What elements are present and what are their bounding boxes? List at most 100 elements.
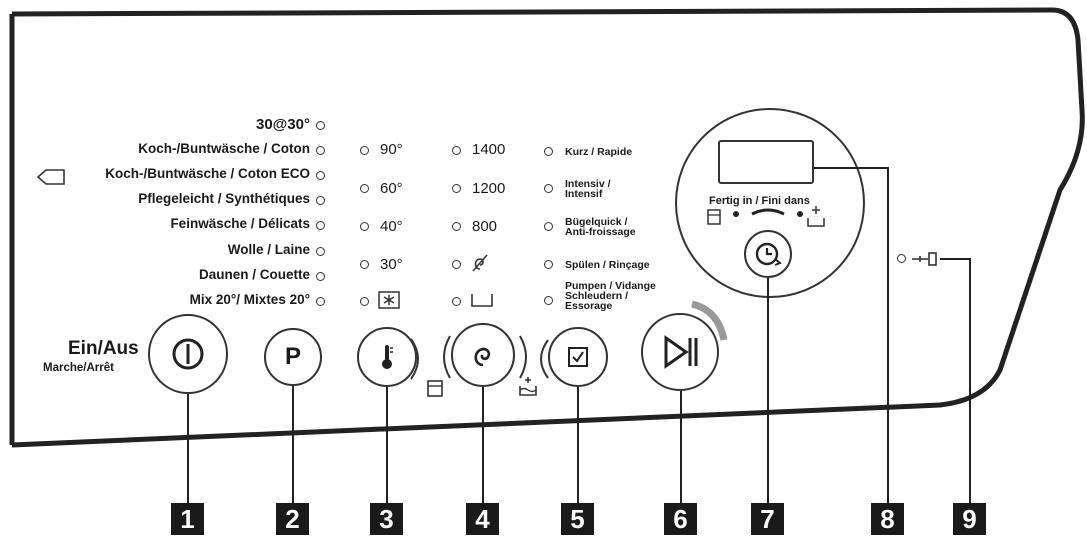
eco-tag-icon [36, 169, 65, 185]
option-check-icon [568, 347, 588, 367]
option-label: Anti-froissage [565, 226, 636, 238]
start-pause-button[interactable] [641, 313, 719, 391]
power-sublabel: Marche/Arrêt [43, 362, 114, 374]
option-label: Schleudern / [565, 290, 629, 302]
callout-number: 9 [953, 503, 986, 535]
program-button-label: P [284, 343, 301, 370]
temp-led [360, 260, 369, 269]
leader-line [767, 278, 769, 504]
option-label: Spülen / Rinçage [565, 259, 650, 271]
program-led [316, 121, 325, 130]
finish-label: Fertig in / Fini dans [709, 195, 810, 207]
spin-label: 1400 [472, 141, 506, 158]
callout-number: 3 [370, 503, 403, 535]
callout-number: 2 [276, 503, 309, 535]
start-arc [691, 300, 728, 341]
temperature-arc [410, 338, 419, 380]
option-label: Pumpen / Vidange [565, 280, 656, 292]
thermometer-icon [382, 345, 393, 369]
callout-number: 6 [664, 503, 697, 535]
leader-line [887, 167, 889, 504]
program-label: Pflegeleicht / Synthétiques [138, 191, 310, 206]
finish-indicators [707, 206, 825, 227]
program-led [316, 272, 325, 281]
option-led [544, 147, 553, 156]
leader-line [814, 167, 888, 169]
option-button[interactable] [548, 327, 608, 387]
program-led [316, 297, 325, 306]
leader-line [680, 391, 682, 504]
temp-label: 30° [380, 256, 403, 273]
program-label: Daunen / Couette [198, 267, 310, 282]
program-label: Feinwäsche / Délicats [170, 216, 310, 231]
temp-label: 40° [380, 218, 403, 235]
spin-led [452, 146, 461, 155]
power-label: Ein/Aus [68, 338, 139, 359]
spin-led [452, 222, 461, 231]
spin-icon [474, 347, 491, 367]
option-label: Essorage [565, 300, 613, 312]
spin-label: 800 [472, 218, 498, 235]
no-spin-icon [472, 254, 488, 272]
temp-led [360, 297, 369, 306]
option-label: Kurz / Rapide [565, 146, 633, 158]
spin-arcs [443, 335, 527, 379]
power-icon [172, 338, 204, 370]
door-lock-icon [912, 252, 937, 266]
callout-number: 1 [171, 503, 204, 535]
cold-wash-icon [378, 291, 400, 309]
door-lock-led [897, 254, 906, 263]
leader-line [940, 258, 970, 260]
leader-line [482, 387, 484, 504]
spin-led [452, 184, 461, 193]
delay-timer-icon [755, 242, 782, 266]
power-button[interactable] [148, 314, 228, 394]
callout-number: 4 [466, 503, 499, 535]
spin-led [452, 260, 461, 269]
option-led [544, 260, 553, 269]
program-label: Mix 20°/ Mixtes 20° [189, 292, 310, 307]
temperature-button[interactable] [357, 327, 417, 387]
option-label: Bügelquick / [565, 216, 628, 228]
callout-number: 8 [871, 503, 904, 535]
rinse-hold-icon [427, 380, 443, 397]
callout-number: 7 [751, 503, 784, 535]
program-led [316, 171, 325, 180]
leader-line [292, 386, 294, 504]
option-label: Intensiv / [565, 178, 611, 190]
callout-number: 5 [561, 503, 594, 535]
wash-tub-icon [519, 377, 537, 396]
temp-led [360, 184, 369, 193]
program-label: 30@30° [256, 116, 310, 133]
digital-display [718, 140, 814, 184]
program-list: 30@30° Koch-/Buntwäsche / Coton Koch-/Bu… [60, 0, 310, 310]
start-pause-icon [664, 335, 698, 369]
spin-label: 1200 [472, 180, 506, 197]
tray-icon [471, 294, 493, 307]
option-led [544, 296, 553, 305]
temp-label: 60° [380, 180, 403, 197]
leader-line [187, 394, 189, 504]
temp-led [360, 146, 369, 155]
option-led [544, 222, 553, 231]
option-label: Intensif [565, 188, 603, 200]
program-led [316, 146, 325, 155]
program-label: Koch-/Buntwäsche / Coton [138, 141, 310, 156]
option-arc [540, 339, 549, 379]
program-label: Wolle / Laine [227, 242, 310, 257]
leader-line [577, 387, 579, 504]
delay-timer-button[interactable] [744, 230, 792, 278]
program-label: Koch-/Buntwäsche / Coton ECO [105, 166, 310, 181]
display-dial [675, 108, 865, 298]
option-led [544, 184, 553, 193]
program-led [316, 247, 325, 256]
leader-line [969, 258, 971, 504]
temp-led [360, 222, 369, 231]
program-button[interactable]: P [264, 328, 322, 386]
spin-button[interactable] [451, 323, 515, 387]
program-led [316, 196, 325, 205]
temp-label: 90° [380, 141, 403, 158]
leader-line [386, 387, 388, 504]
